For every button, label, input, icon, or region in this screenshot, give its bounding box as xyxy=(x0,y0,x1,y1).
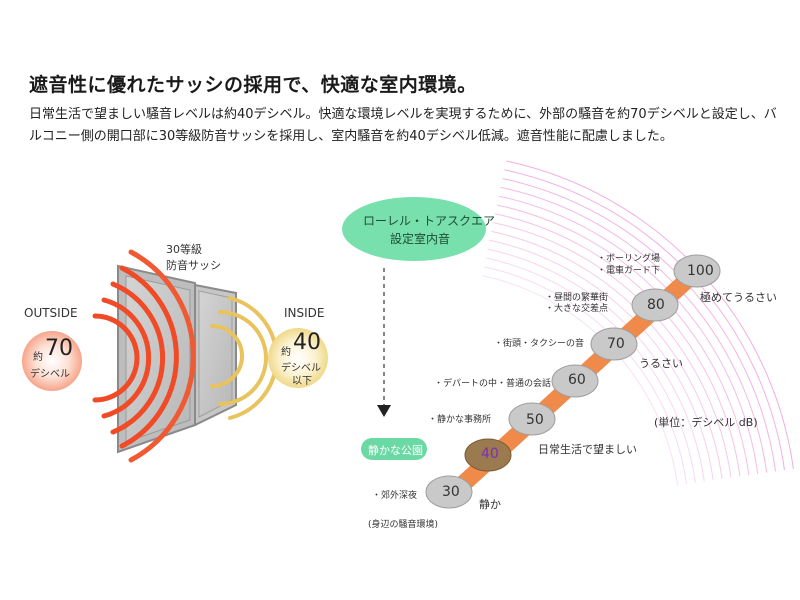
inside-unit: デシベル xyxy=(281,363,321,374)
level-node-70 xyxy=(590,327,638,361)
level-example-60: ・デパートの中・普通の会話 xyxy=(434,379,552,389)
level-example-50: ・静かな事務所 xyxy=(428,415,492,425)
level-node-80 xyxy=(631,288,679,322)
sash-window xyxy=(117,264,237,454)
level-example2-80: ・大きな交差点 xyxy=(545,304,609,314)
outside-level-badge xyxy=(22,331,82,391)
inside-suffix: 以下 xyxy=(292,376,312,387)
level-node-50 xyxy=(508,402,556,436)
footnote: (身辺の騒音環境) xyxy=(368,520,439,530)
inside-level-badge xyxy=(268,328,328,388)
sash-label-line2: 防音サッシ xyxy=(166,259,221,272)
level-value-40: 40 xyxy=(481,446,499,462)
description-text: 日常生活で望ましい騒音レベルは約40デシベル。快適な環境レベルを実現するために、… xyxy=(29,107,777,144)
page-title: 遮音性に優れたサッシの採用で、快適な室内環境。 xyxy=(29,74,477,96)
level-node-40 xyxy=(464,438,512,472)
level-rating-100: 極めてうるさい xyxy=(700,291,777,304)
level-node-100 xyxy=(673,254,721,288)
callout-bubble xyxy=(342,197,486,261)
level-example-30: ・郊外深夜 xyxy=(372,491,418,501)
sash-label-line1: 30等級 xyxy=(166,243,202,256)
inside-prefix: 約 xyxy=(281,347,291,358)
level-example-80: ・昼間の繁華街 xyxy=(545,293,609,303)
level-node-60 xyxy=(551,364,599,398)
level-example2-100: ・電車ガード下 xyxy=(597,266,661,276)
level-nodes xyxy=(425,254,721,509)
level-value-50: 50 xyxy=(526,412,544,428)
park-pill xyxy=(361,438,427,460)
level-value-70: 70 xyxy=(607,336,625,352)
outside-value: 70 xyxy=(45,336,73,361)
level-rating-70: うるさい xyxy=(639,357,683,370)
park-label: 静かな公園 xyxy=(368,444,423,457)
callout-arrow-head xyxy=(377,405,391,417)
level-node-30 xyxy=(425,475,473,509)
outside-label: OUTSIDE xyxy=(24,306,78,320)
unit-label: (単位：デシベル dB) xyxy=(654,416,758,429)
level-value-100: 100 xyxy=(687,263,714,279)
outside-unit: デシベル xyxy=(30,369,70,380)
level-value-30: 30 xyxy=(442,484,460,500)
level-example-70: ・街頭・タクシーの音 xyxy=(494,339,585,349)
outside-prefix: 約 xyxy=(33,352,43,363)
level-rating-30: 静か xyxy=(479,498,501,511)
callout-line2: 設定室内音 xyxy=(390,232,451,246)
inside-value: 40 xyxy=(293,330,321,355)
level-value-80: 80 xyxy=(647,297,665,313)
level-example-100: ・ボーリング場 xyxy=(597,254,661,264)
outside-sound-waves xyxy=(92,249,196,463)
inside-label: INSIDE xyxy=(284,306,325,320)
level-value-60: 60 xyxy=(568,372,586,388)
callout-line1: ローレル・トアスクエア xyxy=(363,214,496,228)
level-rating-50: 日常生活で望ましい xyxy=(538,443,637,456)
